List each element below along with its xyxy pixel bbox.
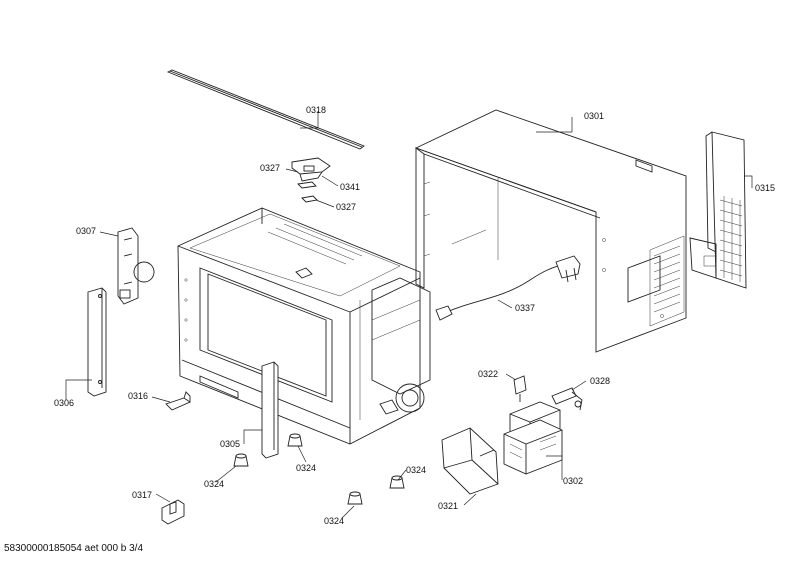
label-0321: 0321 (438, 501, 458, 511)
part-cavity-chassis (177, 207, 431, 445)
part-0324-foot-2 (233, 453, 249, 467)
label-0302: 0302 (563, 476, 583, 486)
label-0328: 0328 (590, 376, 610, 386)
part-0307-latch (117, 227, 155, 305)
part-0327-upper-pad (297, 181, 317, 189)
label-0327-lower: 0327 (336, 202, 356, 212)
part-0302-transformer (503, 401, 563, 475)
label-0318: 0318 (306, 105, 326, 115)
label-0307: 0307 (76, 226, 96, 236)
label-0306: 0306 (54, 398, 74, 408)
drawing-code: 58300000185054 aet 000 b 3/4 (4, 543, 143, 554)
label-0317: 0317 (132, 490, 152, 500)
label-0322: 0322 (478, 369, 498, 379)
part-0318-seal-strip (166, 69, 365, 150)
part-0316-clip (165, 391, 191, 411)
part-0321-waveguide (441, 427, 499, 495)
label-0324-a: 0324 (296, 463, 316, 473)
part-0324-foot-4 (347, 491, 363, 505)
label-0341: 0341 (340, 182, 360, 192)
part-0305-front-post (261, 361, 279, 459)
part-0327-lower-pad (301, 195, 318, 203)
label-0315: 0315 (755, 183, 775, 193)
label-0337: 0337 (515, 303, 535, 313)
label-0301: 0301 (584, 111, 604, 121)
leader-lines (65, 111, 753, 519)
label-0324-d: 0324 (324, 516, 344, 526)
label-0324-b: 0324 (204, 479, 224, 489)
part-0322-connector (513, 375, 527, 402)
part-0324-foot-3 (389, 475, 405, 489)
label-0316: 0316 (128, 391, 148, 401)
part-0328-diode (551, 387, 583, 411)
part-0315-side-panel (689, 131, 747, 289)
label-0324-c: 0324 (406, 465, 426, 475)
callout-labels: 0318 0301 0327 0341 0327 0315 0307 0337 … (54, 105, 775, 526)
part-0317-bracket (161, 499, 185, 525)
label-0327-upper: 0327 (260, 163, 280, 173)
part-0337-power-cord (435, 255, 581, 321)
part-0341-bracket (291, 157, 331, 182)
part-0324-foot-1 (287, 433, 303, 447)
part-0306-trim (87, 287, 107, 397)
label-0305: 0305 (220, 439, 240, 449)
part-0301-housing (414, 109, 687, 353)
